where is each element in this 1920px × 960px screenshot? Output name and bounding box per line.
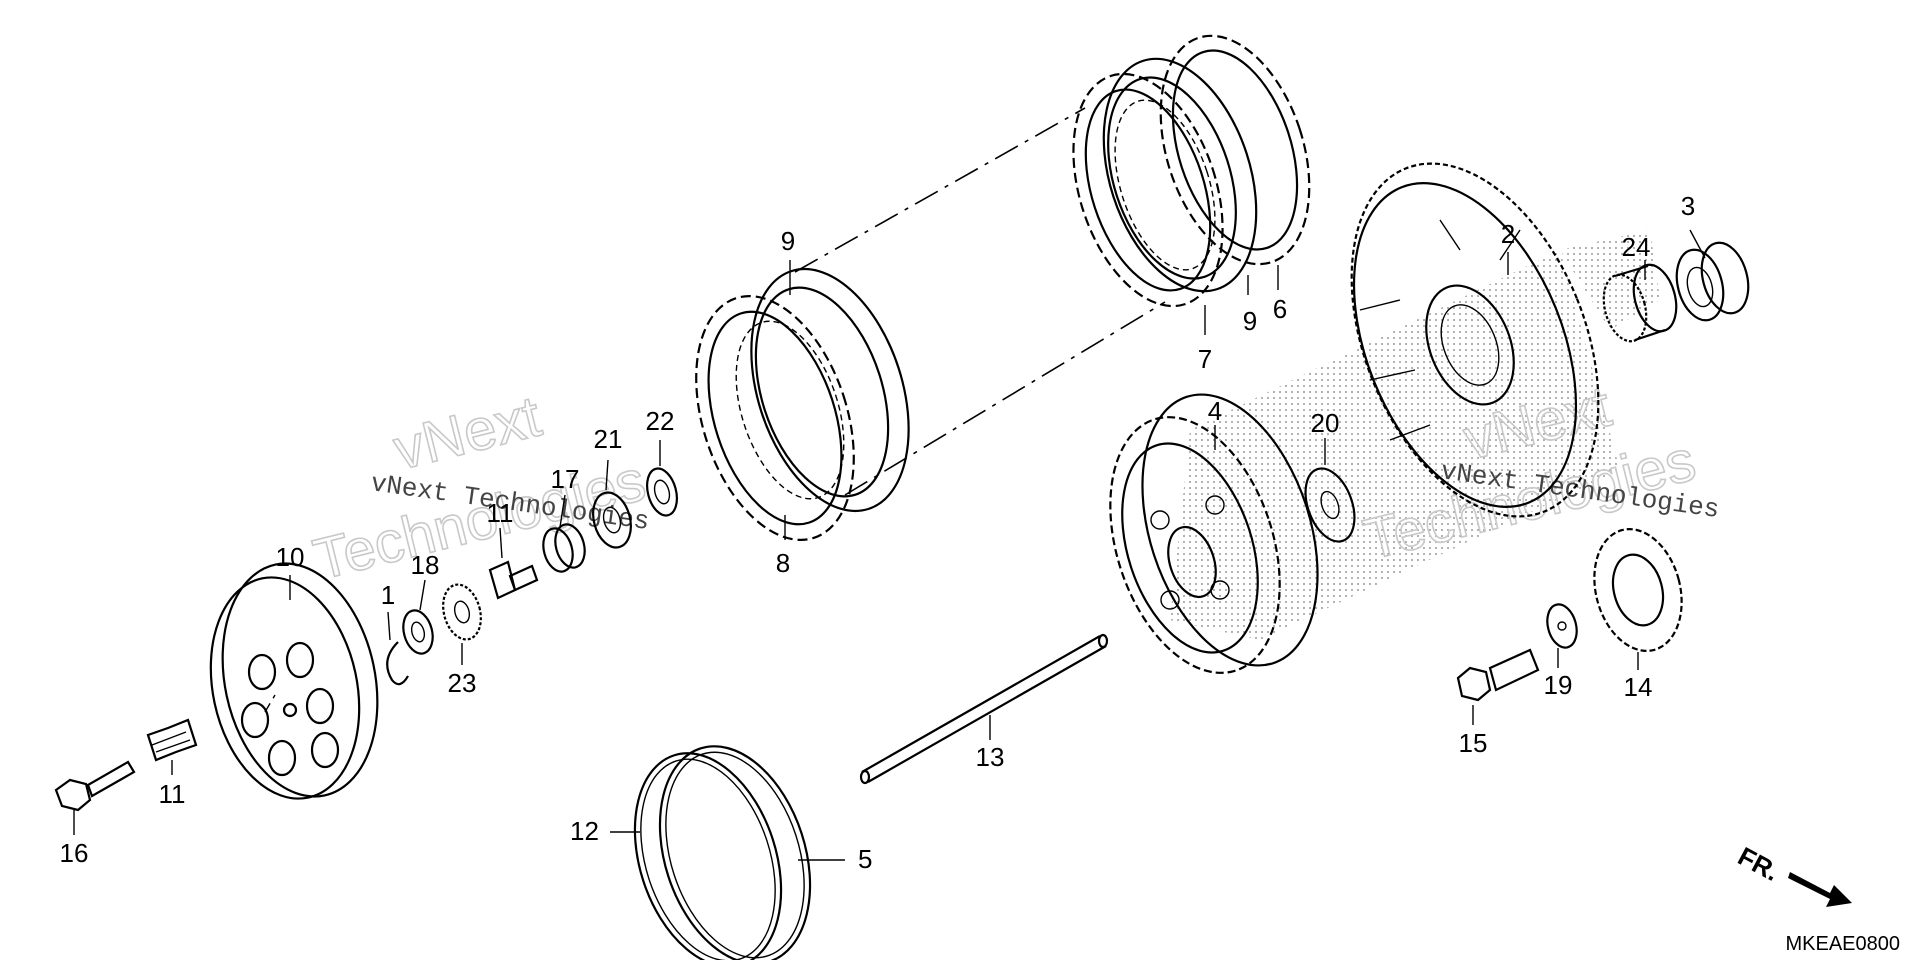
callout-14: 13 (976, 742, 1005, 772)
clutch-plate-stack-left (695, 267, 910, 541)
callouts: 9 8 9 6 7 2 3 24 4 20 14 19 15 13 5 12 1… (60, 191, 1696, 874)
callout-7: 7 (1198, 344, 1212, 374)
callout-8: 8 (776, 548, 790, 578)
callout-15: 14 (1624, 672, 1653, 702)
clutch-spring-and-bolt (54, 718, 198, 812)
o-rings (633, 745, 812, 960)
callout-3: 3 (1681, 191, 1695, 221)
callout-25: 24 (1622, 232, 1651, 262)
leader-lines (73, 229, 1706, 861)
lifter-small-parts (386, 467, 678, 686)
callout-24: 23 (448, 668, 477, 698)
callout-22: 21 (594, 424, 623, 454)
callout-11: 11 (487, 498, 514, 528)
front-direction-indicator: FR. (1733, 841, 1852, 907)
callout-16: 15 (1459, 728, 1488, 758)
callout-13: 12 (570, 816, 599, 846)
callout-17: 16 (60, 838, 89, 868)
callout-23: 22 (646, 406, 675, 436)
fr-label: FR. (1733, 841, 1784, 887)
callout-12: 11 (159, 779, 186, 809)
callout-5: 5 (858, 844, 872, 874)
pressure-plate (209, 562, 379, 800)
watermark: vNext Technologies vNext Technologies vN… (307, 373, 1722, 594)
primary-gear-and-bolt (1456, 528, 1683, 702)
clutch-pushrod (859, 633, 1109, 785)
needle-bearing-and-collar (1602, 241, 1750, 343)
callout-20: 19 (1544, 670, 1573, 700)
callout-6: 6 (1273, 294, 1287, 324)
clutch-plate-stack-right (1072, 34, 1311, 308)
catalog-code: MKEAE0800 (1785, 933, 1900, 955)
callout-19: 18 (411, 550, 440, 580)
assembly-axis-lines (264, 107, 1166, 713)
callout-1: 1 (381, 580, 395, 610)
arrow-icon (1788, 872, 1852, 907)
callout-18: 17 (551, 464, 580, 494)
watermark-big-1: vNext (387, 384, 547, 483)
clutch-outer-housing (1350, 162, 1600, 518)
callout-10: 10 (276, 542, 305, 572)
thrust-washer-21 (1304, 467, 1356, 543)
callout-4: 4 (1208, 396, 1222, 426)
callout-21: 20 (1311, 408, 1340, 438)
callout-9-left: 9 (781, 226, 795, 256)
callout-2: 2 (1501, 219, 1515, 249)
callout-9-right: 9 (1243, 306, 1257, 336)
